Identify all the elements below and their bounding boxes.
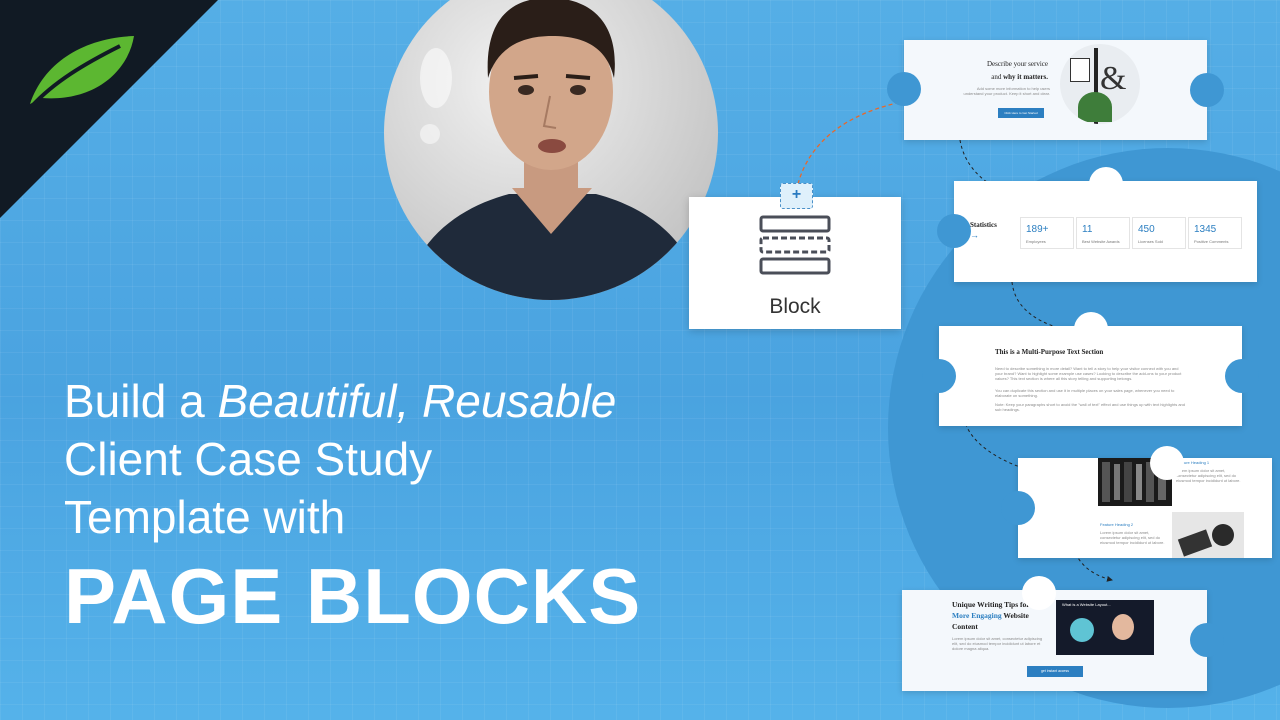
card-connector-top bbox=[1022, 576, 1056, 610]
presenter-illustration bbox=[404, 0, 702, 300]
video-player-title: What is a Website Layout... bbox=[1062, 602, 1111, 607]
video-title-rest: Website bbox=[1001, 611, 1029, 620]
feature-image-2 bbox=[1172, 512, 1244, 558]
card-connector-top bbox=[1089, 167, 1123, 201]
video-cta-button[interactable]: get instant access bbox=[1027, 666, 1083, 677]
block-card[interactable]: Block bbox=[689, 197, 901, 329]
feature-2-body: Lorem ipsum dolor sit amet, consectetur … bbox=[1100, 530, 1165, 545]
leaf-logo-icon bbox=[30, 36, 134, 108]
service-title-prefix: and bbox=[991, 73, 1004, 81]
video-title-line-1: Unique Writing Tips for bbox=[952, 600, 1030, 609]
headline: Build a Beautiful, Reusable Client Case … bbox=[64, 372, 641, 640]
feature-image-1-pattern bbox=[1102, 462, 1166, 502]
card-connector-left bbox=[1001, 491, 1035, 525]
service-image: & bbox=[1060, 44, 1140, 124]
headline-line-1-prefix: Build a bbox=[64, 375, 218, 427]
stat-number: 450 bbox=[1138, 224, 1155, 235]
service-title-bold: why it matters. bbox=[1003, 73, 1048, 81]
stat-item: 189+ Employees bbox=[1020, 217, 1074, 249]
card-connector-top bbox=[1150, 446, 1184, 480]
video-graphic-icon bbox=[1070, 618, 1094, 642]
video-title-line-2: More Engaging Website bbox=[952, 611, 1029, 620]
card-connector-right bbox=[1225, 359, 1259, 393]
block-stack-icon bbox=[759, 215, 831, 275]
plant-icon bbox=[1078, 92, 1112, 122]
stat-label: Employees bbox=[1026, 239, 1046, 244]
service-body: Add some more information to help users … bbox=[963, 86, 1051, 96]
add-block-plus-button[interactable]: + bbox=[780, 183, 813, 209]
stats-arrow-icon: → bbox=[970, 230, 979, 240]
video-player[interactable]: What is a Website Layout... bbox=[1056, 600, 1154, 655]
text-paragraph-3: Note: Keep your paragraphs short to avoi… bbox=[995, 402, 1185, 412]
stat-number: 11 bbox=[1082, 224, 1093, 235]
stat-label: Best Website Awards bbox=[1082, 239, 1120, 244]
feature-1-title: Feature Heading 1 bbox=[1176, 460, 1210, 465]
feature-2-title: Feature Heading 2 bbox=[1100, 522, 1134, 527]
video-title-highlight: More Engaging bbox=[952, 611, 1002, 620]
headline-line-3: Template with bbox=[64, 491, 346, 543]
service-block-card[interactable]: Describe your service and why it matters… bbox=[887, 40, 1224, 140]
text-paragraph-1: Need to describe something in more detai… bbox=[995, 366, 1182, 381]
stat-label: Licenses Sold bbox=[1138, 239, 1163, 244]
card-connector-top bbox=[1074, 312, 1108, 346]
headline-line-4: PAGE BLOCKS bbox=[64, 552, 642, 640]
headline-line-1: Build a Beautiful, Reusable bbox=[64, 372, 641, 430]
text-section-title: This is a Multi-Purpose Text Section bbox=[995, 348, 1104, 356]
text-paragraph-2: You can duplicate this section and use i… bbox=[995, 388, 1175, 398]
video-body: Lorem ipsum dolor sit amet, consectetur … bbox=[952, 636, 1043, 651]
card-connector-left bbox=[887, 72, 921, 106]
camera-lens-icon bbox=[1212, 524, 1234, 546]
features-block-card[interactable]: Feature Heading 1 Lorem ipsum dolor sit … bbox=[1001, 446, 1272, 558]
stat-number: 1345 bbox=[1194, 224, 1217, 235]
card-connector-right bbox=[1190, 73, 1224, 107]
text-block-card[interactable]: This is a Multi-Purpose Text Section Nee… bbox=[922, 312, 1259, 426]
video-title-line-3: Content bbox=[952, 622, 978, 631]
service-title-line-1: Describe your service bbox=[986, 60, 1048, 68]
card-connector-left bbox=[922, 359, 956, 393]
card-connector-right bbox=[1190, 623, 1224, 657]
phone-icon bbox=[1177, 529, 1213, 557]
headline-line-1-emphasis: Beautiful, Reusable bbox=[217, 375, 617, 427]
lamp-icon bbox=[1094, 48, 1098, 124]
feature-1-body: Lorem ipsum dolor sit amet, consectetur … bbox=[1176, 468, 1241, 483]
video-presenter-avatar bbox=[1112, 614, 1134, 640]
stat-label: Positive Comments bbox=[1194, 239, 1229, 244]
stats-title: Statistics bbox=[970, 221, 997, 229]
stat-number: 189+ bbox=[1026, 224, 1049, 235]
ampersand-decor: & bbox=[1100, 60, 1127, 97]
service-title-line-2: and why it matters. bbox=[956, 73, 1048, 81]
frame-icon bbox=[1070, 58, 1090, 82]
card-connector-left bbox=[937, 214, 971, 248]
presenter-photo bbox=[384, 0, 718, 300]
service-cta-button[interactable]: Click Here to Get Started bbox=[998, 108, 1044, 118]
headline-line-2: Client Case Study bbox=[64, 433, 433, 485]
corner-banner bbox=[0, 0, 218, 218]
video-block-card[interactable]: Unique Writing Tips for More Engaging We… bbox=[902, 576, 1224, 691]
block-label: Block bbox=[769, 295, 821, 318]
